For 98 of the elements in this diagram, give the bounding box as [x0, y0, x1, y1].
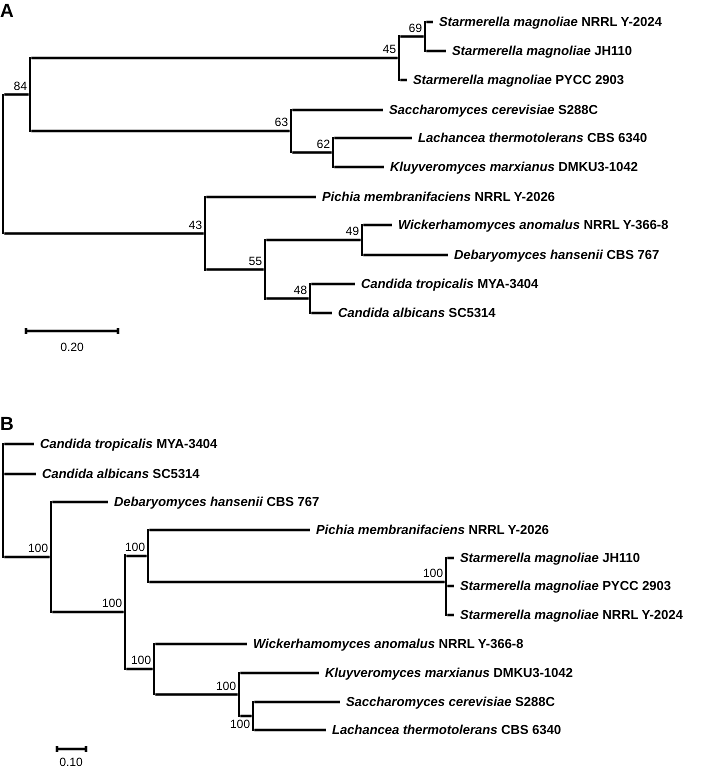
taxon-label: Debaryomyces hansenii CBS 767: [108, 494, 320, 510]
taxon-label: Pichia membranifaciens NRRL Y-2026: [310, 522, 549, 538]
bootstrap-value: 43: [188, 218, 202, 232]
tree-branch: [31, 130, 290, 132]
taxon-label: Debaryomyces hansenii CBS 767: [448, 247, 660, 263]
scale-value: 0.10: [59, 756, 83, 769]
tree-branch: [334, 166, 384, 168]
bootstrap-value: 100: [216, 680, 236, 692]
taxon-label: Kluyveromyces marxianus DMKU3-1042: [319, 665, 573, 681]
branch-line: [124, 554, 126, 670]
branch-line: [204, 196, 206, 272]
bootstrap-value: 63: [274, 116, 288, 129]
tree-branch: [400, 78, 407, 82]
branch-line: [146, 528, 150, 584]
bootstrap-value: 100: [130, 654, 151, 667]
branch-line: [152, 642, 156, 696]
bootstrap-value: 55: [248, 254, 262, 268]
tree-branch: [4, 556, 50, 558]
tree-branch: [292, 108, 383, 112]
panel-letter: B: [0, 415, 14, 435]
bootstrap-value: 100: [124, 541, 145, 554]
tree-branch: [363, 254, 448, 256]
tree-branch: [426, 20, 433, 24]
tree-branch: [426, 50, 446, 52]
taxon-label: Starmerella magnoliae PYCC 2903: [454, 578, 671, 594]
tree-branch: [447, 556, 454, 560]
bootstrap-value: 62: [316, 138, 330, 150]
bootstrap-value: 49: [346, 225, 359, 238]
branch-line: [238, 672, 240, 718]
tree-branch: [447, 614, 454, 616]
taxon-label: Candida albicans SC5314: [332, 305, 496, 321]
branch-line: [2, 94, 4, 234]
tree-branch: [155, 642, 247, 646]
tree-branch: [400, 35, 424, 38]
tree-branch: [126, 554, 147, 558]
tree-branch: [4, 93, 29, 96]
bootstrap-value: 100: [28, 542, 48, 555]
bootstrap-value: 69: [408, 22, 422, 34]
tree-branch: [155, 693, 238, 696]
tree-branch: [363, 224, 392, 226]
taxon-label: Candida tropicalis MYA-3404: [34, 436, 218, 452]
tree-branch: [254, 700, 340, 704]
taxon-label: Candida albicans SC5314: [36, 466, 200, 482]
taxon-label: Starmerella magnoliae NRRL Y-2024: [433, 14, 662, 30]
taxon-label: Lachancea thermotolerans CBS 6340: [412, 130, 648, 146]
taxon-label: Candida tropicalis MYA-3404: [355, 276, 538, 292]
branch-line: [252, 700, 254, 732]
tree-branch: [266, 297, 309, 300]
tree-branch: [126, 668, 153, 670]
bootstrap-value: 84: [14, 80, 27, 92]
taxon-label: Wickerhamomyces anomalus NRRL Y-366-8: [392, 217, 668, 233]
branch-line: [332, 136, 334, 168]
tree-branch: [149, 580, 445, 584]
scale-value: 0.20: [60, 341, 84, 354]
branch-line: [50, 500, 52, 614]
branch-line: [264, 238, 266, 300]
taxon-label: Saccharomyces cerevisiae S288C: [340, 694, 555, 710]
taxon-label: Starmerella magnoliae JH110: [454, 550, 640, 566]
tree-branch: [52, 610, 124, 614]
taxon-label: Kluyveromyces marxianus DMKU3-1042: [384, 159, 638, 175]
branch-line: [398, 34, 400, 82]
tree-branch: [240, 714, 252, 718]
branch-line: [28, 56, 32, 132]
tree-branch: [311, 282, 355, 286]
bootstrap-value: 48: [294, 284, 307, 296]
tree-branch: [206, 268, 264, 271]
taxon-label: Starmerella magnoliae NRRL Y-2024: [454, 607, 683, 623]
bootstrap-value: 45: [382, 43, 396, 56]
tree-branch: [149, 528, 310, 532]
tree-branch: [4, 232, 204, 235]
tree-branch: [334, 136, 412, 140]
bootstrap-value: 100: [102, 597, 122, 610]
branch-line: [2, 442, 4, 558]
bootstrap-value: 100: [422, 567, 443, 580]
tree-branch: [240, 672, 319, 674]
tree-branch: [254, 728, 326, 732]
taxon-label: Lachancea thermotolerans CBS 6340: [326, 722, 562, 738]
taxon-label: Pichia membranifaciens NRRL Y-2026: [316, 189, 555, 205]
tree-branch: [52, 500, 108, 504]
branch-line: [444, 556, 448, 616]
tree-branch: [206, 196, 316, 198]
bootstrap-value: 100: [230, 718, 250, 731]
panel-letter: A: [0, 2, 14, 22]
tree-branch: [447, 584, 454, 588]
tree-branch: [266, 238, 361, 242]
taxon-label: Starmerella magnoliae PYCC 2903: [407, 72, 624, 88]
branch-line: [290, 108, 292, 154]
tree-branch: [4, 442, 34, 446]
tree-branch: [311, 312, 332, 314]
tree-branch: [4, 472, 36, 476]
tree-branch: [31, 56, 398, 60]
taxon-label: Wickerhamomyces anomalus NRRL Y-366-8: [247, 636, 524, 652]
tree-branch: [292, 151, 332, 154]
branch-line: [424, 20, 426, 52]
taxon-label: Starmerella magnoliae JH110: [446, 43, 632, 59]
branch-line: [360, 224, 364, 256]
taxon-label: Saccharomyces cerevisiae S288C: [383, 102, 598, 118]
branch-line: [308, 282, 312, 314]
